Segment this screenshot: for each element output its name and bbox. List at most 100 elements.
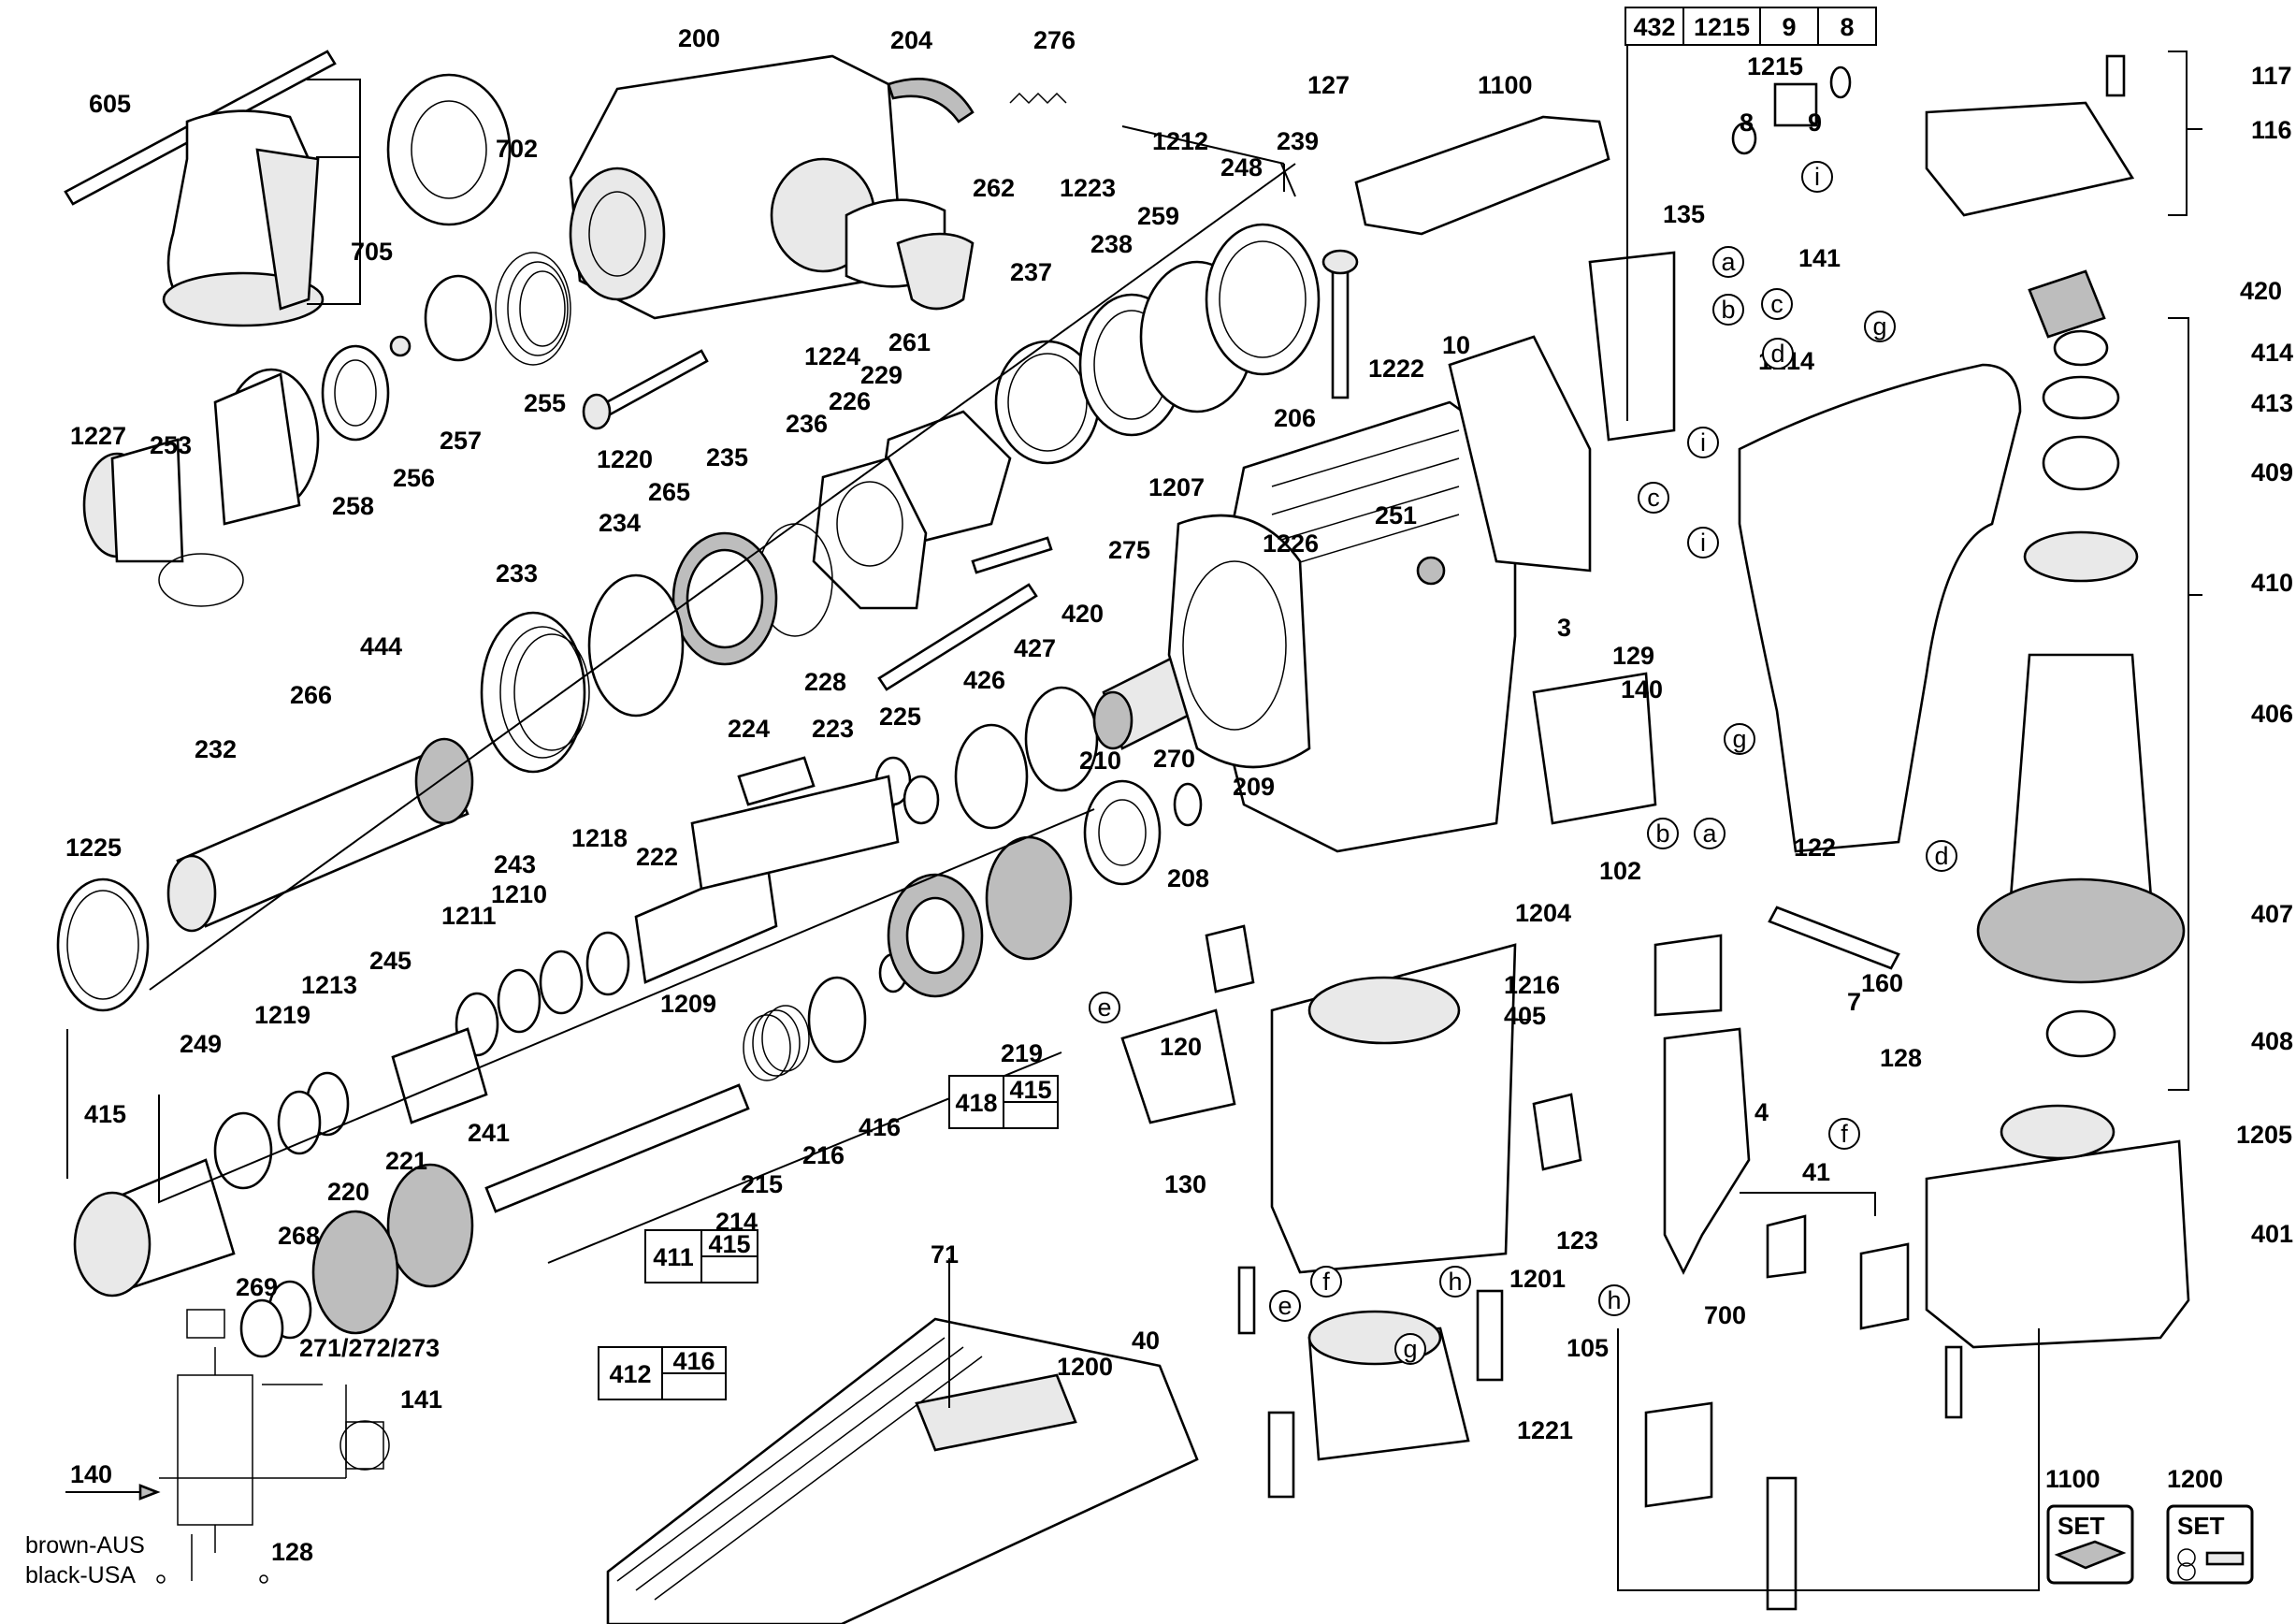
part-label: 123 [1556, 1226, 1598, 1254]
table-cell: 412 [609, 1360, 651, 1388]
part-label: 1227 [70, 422, 126, 450]
part-label: 120 [1160, 1033, 1202, 1061]
table-cell: 415 [708, 1230, 750, 1258]
part-label: 117 [2251, 62, 2292, 90]
part-label: 276 [1033, 26, 1076, 54]
part-label: 256 [393, 464, 435, 492]
part-label: 415 [84, 1100, 126, 1128]
set-icon-1100: 1100 SET [2045, 1465, 2134, 1585]
part-label: 1204 [1515, 899, 1571, 927]
part-label: 251 [1375, 501, 1417, 529]
part-label: 223 [812, 715, 854, 743]
callout-letter: i [1814, 163, 1820, 191]
part-label: 228 [804, 668, 846, 696]
part-label: 122 [1794, 834, 1836, 862]
part-label: 1205 [2236, 1121, 2292, 1149]
part-label: 1201 [1509, 1265, 1566, 1293]
part-label: 702 [496, 135, 538, 163]
set-text-1200: SET [2177, 1512, 2225, 1540]
callout-letter: e [1278, 1292, 1292, 1320]
part-label: 102 [1599, 857, 1641, 885]
part-label: 234 [599, 509, 641, 537]
callout-e: e [1089, 992, 1120, 1023]
wiring-label-128: 128 [271, 1538, 313, 1566]
part-label: 427 [1014, 634, 1056, 662]
callout-b: b [1712, 294, 1744, 326]
part-label: 210 [1079, 747, 1121, 775]
part-label: 1221 [1517, 1416, 1573, 1444]
table-empty-cell [700, 1255, 758, 1283]
leader-lines [66, 28, 2202, 1591]
part-label: 206 [1274, 404, 1316, 432]
callout-letter: f [1841, 1120, 1848, 1148]
part-label: 259 [1137, 202, 1179, 230]
part-labels: 6052002042767027052621223121224823912142… [65, 24, 2293, 1444]
part-label: 1223 [1060, 174, 1116, 202]
set-text-1100: SET [2058, 1512, 2105, 1540]
callout-g: g [1394, 1333, 1426, 1365]
callout-a: a [1694, 818, 1726, 849]
part-label: 225 [879, 703, 921, 731]
part-label: 1222 [1368, 355, 1424, 383]
part-label: 444 [360, 632, 402, 660]
callout-i: i [1801, 161, 1833, 193]
part-label: 220 [327, 1178, 369, 1206]
part-label: 271/272/273 [299, 1334, 440, 1362]
part-label: 71 [931, 1240, 959, 1269]
part-label: 1207 [1148, 473, 1205, 501]
set-number-1100: 1100 [2045, 1465, 2101, 1493]
part-label: 1224 [804, 342, 860, 370]
part-label: 238 [1090, 230, 1133, 258]
callout-letter: a [1721, 248, 1736, 276]
part-label: 8 [1740, 109, 1754, 137]
callout-letter: g [1403, 1335, 1417, 1363]
part-label: 10 [1442, 331, 1470, 359]
callout-letter: c [1647, 484, 1660, 512]
callout-c: c [1761, 288, 1793, 320]
callout-e: e [1269, 1290, 1301, 1322]
part-label: 116 [2251, 116, 2292, 144]
part-label: 1100 [1478, 71, 1533, 99]
table-cell: 416 [672, 1347, 715, 1375]
part-label: 239 [1277, 127, 1319, 155]
part-label: 705 [351, 238, 393, 266]
part-label: 140 [1621, 675, 1663, 703]
part-label: 253 [150, 431, 192, 459]
part-label: 237 [1010, 258, 1052, 286]
part-label: 130 [1164, 1170, 1206, 1198]
part-label: 128 [1880, 1044, 1922, 1072]
part-label: 233 [496, 559, 538, 587]
callout-i: i [1687, 427, 1719, 458]
part-label: 216 [802, 1141, 845, 1169]
callout-letter: e [1097, 993, 1111, 1022]
part-label: 229 [860, 361, 903, 389]
part-label: 4 [1754, 1098, 1769, 1126]
part-label: 222 [636, 843, 678, 871]
part-label: 241 [468, 1119, 510, 1147]
part-label: 224 [728, 715, 770, 743]
part-label: 1226 [1263, 529, 1319, 558]
part-label: 7 [1847, 988, 1861, 1016]
part-label: 235 [706, 443, 748, 471]
part-label: 226 [829, 387, 871, 415]
part-label: 236 [786, 410, 828, 438]
part-label: 270 [1153, 745, 1195, 773]
table-cell: 9 [1782, 13, 1796, 41]
part-label: 258 [332, 492, 374, 520]
callout-letter: d [1770, 340, 1784, 368]
callout-f: f [1310, 1266, 1342, 1298]
wiring-arrow-label: 140 [70, 1460, 112, 1488]
part-label: 1212 [1152, 127, 1208, 155]
callout-a: a [1712, 246, 1744, 278]
table-empty-cell [661, 1372, 727, 1400]
callout-g: g [1864, 311, 1896, 342]
table-cell: 1215 [1694, 13, 1750, 41]
part-label: 268 [278, 1222, 320, 1250]
part-label: 245 [369, 947, 412, 975]
part-label: 269 [236, 1273, 278, 1301]
part-label: 141 [1798, 244, 1841, 272]
callout-letter: b [1655, 819, 1669, 848]
